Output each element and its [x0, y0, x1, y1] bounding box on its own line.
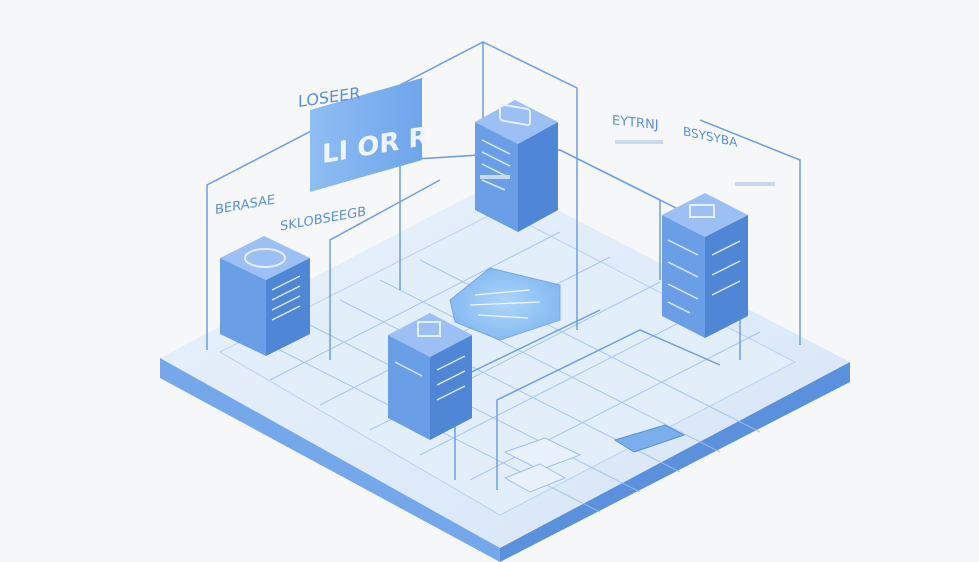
platform-side-right	[500, 362, 850, 562]
left-sign-text: BERASAE	[215, 193, 275, 218]
server-back-center[interactable]	[475, 100, 558, 232]
left-sign-text-2: SKLOBSEEGB	[280, 205, 366, 235]
platform-side-left	[160, 358, 500, 562]
hologram	[449, 267, 561, 341]
right-sign-text: EYTRNJ	[612, 113, 659, 133]
main-sign-panel	[310, 78, 422, 192]
faint-labels	[480, 140, 775, 186]
server-front	[662, 215, 705, 338]
server-side	[266, 258, 310, 356]
floor-panel-2	[503, 463, 567, 493]
server-front-left[interactable]	[220, 236, 310, 356]
floor-tablet	[613, 424, 686, 453]
platform-inner	[218, 209, 797, 516]
server-right[interactable]	[662, 193, 748, 338]
platform	[160, 180, 850, 562]
server-top	[220, 236, 310, 280]
server-front-center[interactable]	[388, 313, 472, 440]
server-side	[430, 335, 472, 440]
server-side	[518, 122, 558, 232]
floor-devices	[503, 424, 686, 493]
server-top	[475, 100, 558, 144]
floor-panel	[503, 437, 582, 471]
server-front	[388, 335, 430, 440]
server-front	[220, 258, 266, 356]
server-side	[705, 215, 748, 338]
right-sign-text-2: BSYSYBA	[683, 124, 738, 150]
